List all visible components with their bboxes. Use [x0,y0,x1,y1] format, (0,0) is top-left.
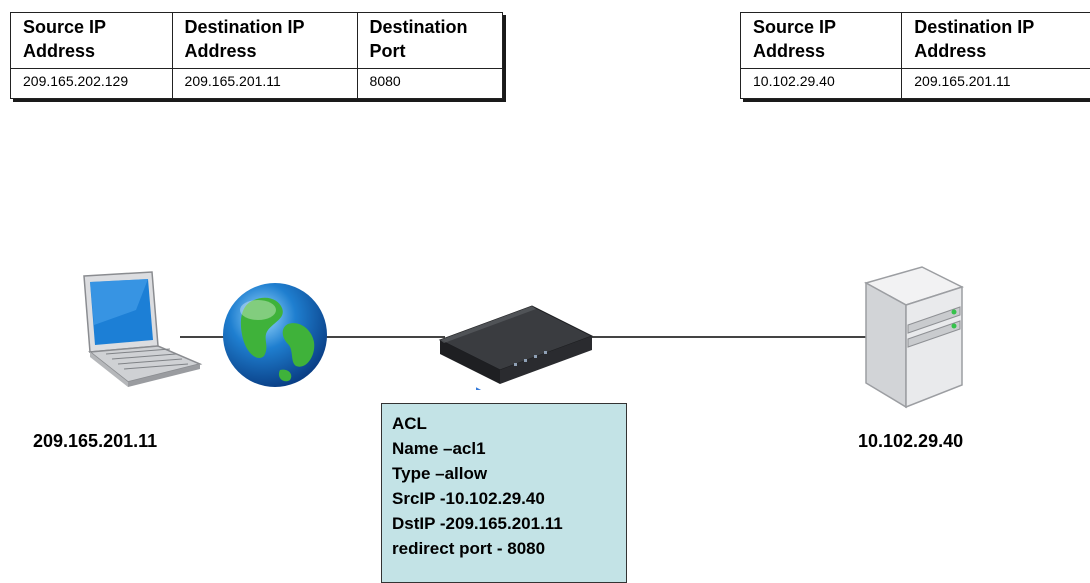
header-source-ip: Source IP Address [741,13,902,69]
header-source-ip: Source IP Address [11,13,173,69]
header-destination-ip: Destination IP Address [902,13,1090,69]
link-globe-appliance [320,336,445,338]
header-destination-port: Destination Port [357,13,502,69]
cell-destination-ip: 209.165.201.11 [172,69,357,99]
server-ip-label: 10.102.29.40 [858,431,963,452]
acl-src-ip: SrcIP -10.102.29.40 [392,486,616,511]
acl-title: ACL [392,411,616,436]
globe-icon [220,280,330,395]
appliance-icon [436,300,596,395]
acl-name: Name –acl1 [392,436,616,461]
acl-type: Type –allow [392,461,616,486]
laptop-icon [76,270,204,395]
table-row: 209.165.202.129 209.165.201.11 8080 [11,69,503,99]
cell-source-ip: 209.165.202.129 [11,69,173,99]
cell-destination-ip: 209.165.201.11 [902,69,1090,99]
acl-dst-ip: DstIP -209.165.201.11 [392,511,616,536]
packet-table-right: Source IP Address Destination IP Address… [740,12,1090,99]
cell-source-ip: 10.102.29.40 [741,69,902,99]
header-destination-ip: Destination IP Address [172,13,357,69]
server-icon [858,265,968,415]
acl-box: ACL Name –acl1 Type –allow SrcIP -10.102… [381,403,627,583]
table-row: 10.102.29.40 209.165.201.11 [741,69,1090,99]
cell-destination-port: 8080 [357,69,502,99]
acl-redirect-port: redirect port - 8080 [392,536,616,561]
packet-table-left: Source IP Address Destination IP Address… [10,12,503,99]
client-ip-label: 209.165.201.11 [33,431,157,452]
link-appliance-server [585,336,868,338]
